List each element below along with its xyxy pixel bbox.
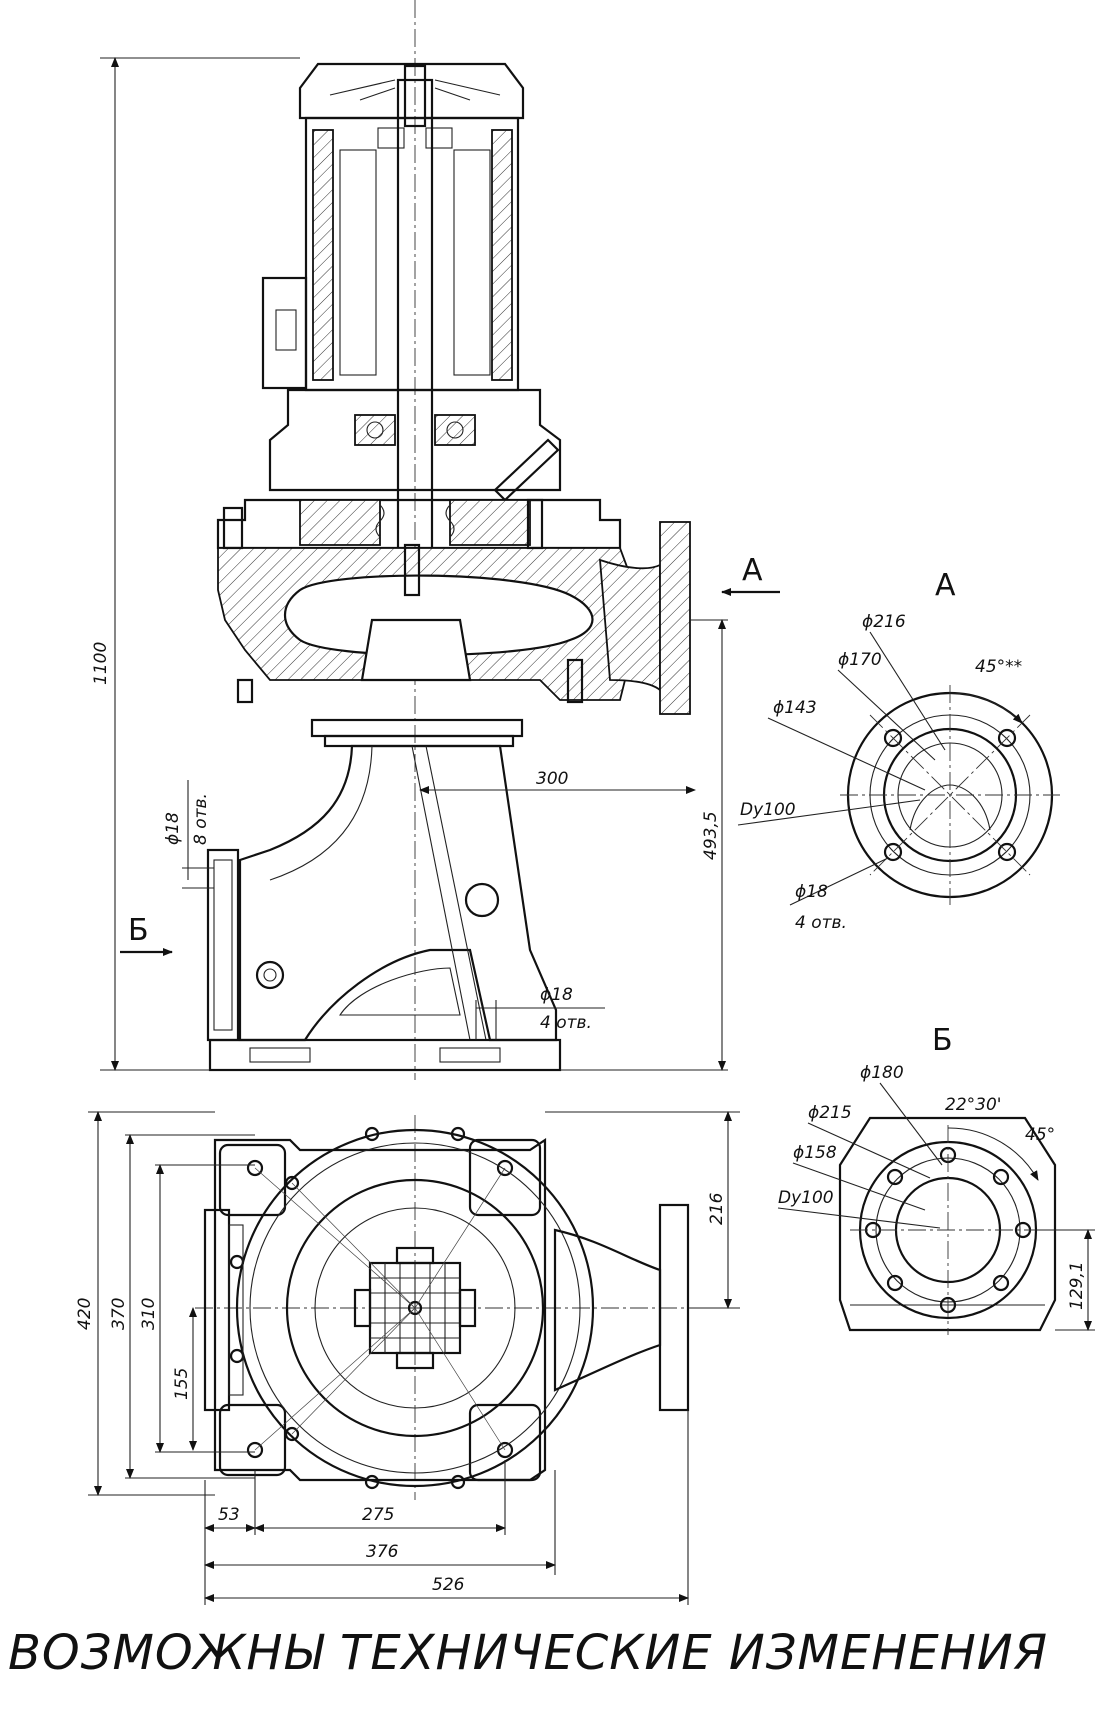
view-b-d158-label: ϕ158 — [793, 1143, 837, 1163]
view-a-title: А — [935, 568, 956, 603]
view-arrow-a-label: А — [742, 553, 763, 588]
view-b-dy100-label: Dy100 — [778, 1188, 834, 1208]
view-a-d143-label: ϕ143 — [773, 698, 817, 718]
dim-155-label: 155 — [172, 1368, 192, 1400]
terminal-box — [261, 276, 308, 390]
view-a-dy100-label: Dy100 — [740, 800, 796, 820]
view-a-d216-label: ϕ216 — [862, 612, 906, 632]
dim-420-label: 420 — [75, 1298, 95, 1330]
view-b-title: Б — [932, 1023, 953, 1058]
plan-volute — [235, 1128, 595, 1488]
dim-1100-label: 1100 — [91, 642, 111, 685]
view-a-flange: А 45°** ϕ216 ϕ170 ϕ143 Dy100 ϕ18 4 отв. — [737, 568, 1060, 933]
view-a-d170-label: ϕ170 — [838, 650, 882, 670]
plan-base-plate — [213, 1137, 547, 1482]
dim-526-label: 526 — [432, 1575, 465, 1595]
view-arrow-b-label: Б — [128, 913, 149, 948]
view-a-holes-count-label: 4 отв. — [795, 913, 847, 933]
front-left-holes-count-label: 8 отв. — [191, 793, 211, 845]
view-b-flange: Б 22°30' 45° ϕ180 ϕ215 ϕ158 Dy100 129,1 — [777, 1023, 1095, 1335]
dim-493-label: 493,5 — [701, 811, 721, 860]
dim-275-label: 275 — [362, 1505, 394, 1525]
plan-view: 420 370 310 155 216 53 275 376 526 — [75, 1111, 740, 1605]
view-a-angle-label: 45°** — [975, 657, 1022, 677]
fan-grid — [353, 1246, 477, 1370]
front-elevation-view: 1100 493,5 300 ϕ18 8 отв. ϕ18 4 отв. А Б — [91, 0, 780, 1080]
discharge-nozzle — [598, 558, 661, 692]
discharge-flange — [659, 521, 691, 715]
suction-elbow — [238, 744, 558, 1042]
view-b-d215-label: ϕ215 — [808, 1103, 852, 1123]
view-b-angle-45-label: 45° — [1025, 1125, 1055, 1145]
view-a-hole-dia-label: ϕ18 — [795, 882, 828, 902]
motor-fan-cover — [298, 62, 525, 120]
motor-housing — [304, 116, 520, 392]
base-plate — [208, 1038, 562, 1072]
dim-376-label: 376 — [366, 1542, 399, 1562]
plan-suction-flange — [203, 1208, 231, 1412]
dim-370-label: 370 — [109, 1298, 129, 1330]
dim-216-label: 216 — [707, 1192, 727, 1225]
front-left-hole-dia-label: ϕ18 — [163, 812, 183, 845]
technical-changes-notice: ВОЗМОЖНЫ ТЕХНИЧЕСКИЕ ИЗМЕНЕНИЯ — [8, 1625, 1049, 1681]
dim-310-label: 310 — [139, 1298, 159, 1330]
dim-300-label: 300 — [536, 769, 568, 789]
view-b-h129-label: 129,1 — [1067, 1261, 1087, 1310]
dim-53-label: 53 — [218, 1505, 240, 1525]
front-bottom-holes-count-label: 4 отв. — [540, 1013, 592, 1033]
view-b-angle-22-label: 22°30' — [945, 1095, 1001, 1115]
suction-flange — [206, 848, 240, 1042]
view-b-d180-label: ϕ180 — [860, 1063, 904, 1083]
front-bottom-hole-dia-label: ϕ18 — [540, 985, 573, 1005]
